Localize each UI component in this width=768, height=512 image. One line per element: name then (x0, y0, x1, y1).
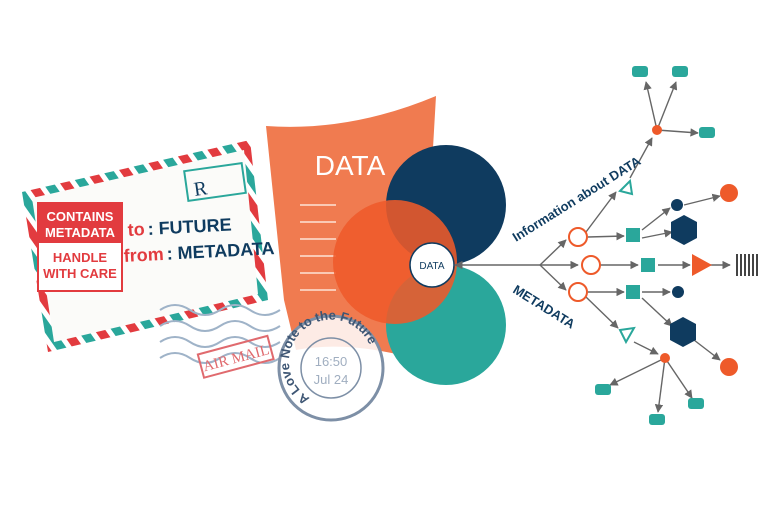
airmail-stamp: AIR MAIL (196, 334, 275, 379)
venn-circle-orange (333, 200, 457, 324)
network-nodes (568, 66, 758, 425)
svg-text:Jul 24: Jul 24 (314, 372, 349, 387)
svg-text:AIR MAIL: AIR MAIL (201, 342, 271, 375)
document-title: DATA (315, 150, 386, 181)
postmark: A Love Note to the Future 16:50 Jul 24 (277, 308, 385, 422)
svg-text:CONTAINS: CONTAINS (47, 209, 114, 224)
registered-stamp: R (183, 161, 247, 203)
metadata-label: METADATA (510, 282, 578, 332)
to-line: to: FUTURE (127, 215, 232, 240)
registered-mark: R (192, 177, 209, 201)
metadata-network (454, 81, 731, 413)
venn-diagram: DATA (333, 145, 506, 385)
handle-with-care-label: CONTAINS METADATA HANDLE WITH CARE (37, 202, 123, 292)
envelope: R CONTAINS METADATA HANDLE WITH CARE to:… (22, 140, 275, 352)
svg-text:16:50: 16:50 (315, 354, 348, 369)
svg-text:METADATA: METADATA (45, 225, 116, 240)
venn-center-label: DATA (419, 261, 445, 272)
svg-text:HANDLE: HANDLE (53, 250, 107, 265)
svg-text:WITH CARE: WITH CARE (43, 266, 117, 281)
